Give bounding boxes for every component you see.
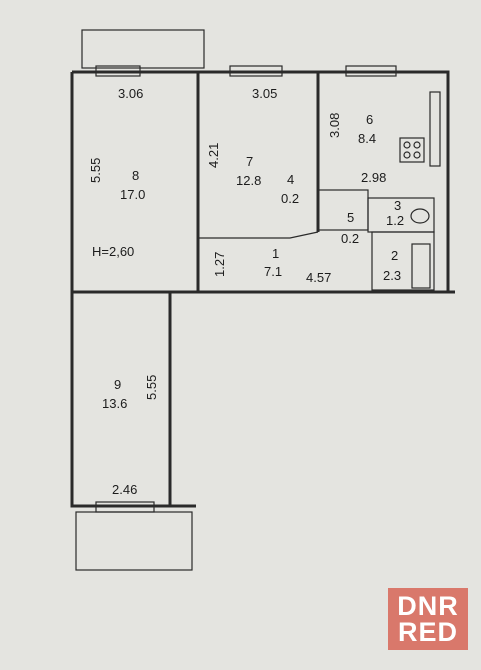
room-8-area: 17.0 xyxy=(120,187,145,202)
room-6-area: 8.4 xyxy=(358,131,376,146)
ceiling-height: H=2,60 xyxy=(92,244,134,259)
dim-hall-width: 4.57 xyxy=(306,270,331,285)
dim-top-left: 3.06 xyxy=(118,86,143,101)
room-3-number: 3 xyxy=(394,198,401,213)
dim-r7-height: 4.21 xyxy=(206,143,221,168)
dim-r9-width: 2.46 xyxy=(112,482,137,497)
room-7-number: 7 xyxy=(246,154,253,169)
window-r7 xyxy=(229,65,283,77)
dim-top-mid: 3.05 xyxy=(252,86,277,101)
room-7-area: 12.8 xyxy=(236,173,261,188)
room-4-number: 4 xyxy=(287,172,294,187)
room-2-area: 2.3 xyxy=(383,268,401,283)
wall-7-bottom xyxy=(198,231,319,239)
top-balcony xyxy=(81,29,205,69)
room-5-area: 0.2 xyxy=(341,231,359,246)
bottom-balcony xyxy=(75,511,193,571)
window-kitchen-side xyxy=(429,91,441,167)
window-r8 xyxy=(95,65,141,77)
dim-r8-height: 5.55 xyxy=(88,158,103,183)
room-3-area: 1.2 xyxy=(386,213,404,228)
stove-burner-icon xyxy=(403,151,411,159)
window-r9 xyxy=(95,501,155,513)
dim-r6-height: 3.08 xyxy=(327,113,342,138)
room-9-number: 9 xyxy=(114,377,121,392)
dim-hall-height: 1.27 xyxy=(212,252,227,277)
room-6-number: 6 xyxy=(366,112,373,127)
stove-burner-icon xyxy=(403,141,411,149)
room-1-number: 1 xyxy=(272,246,279,261)
stove-burner-icon xyxy=(413,141,421,149)
bathroom-2 xyxy=(371,231,435,291)
room-9-area: 13.6 xyxy=(102,396,127,411)
bathtub-icon xyxy=(411,243,431,289)
room-4-area: 0.2 xyxy=(281,191,299,206)
window-r6 xyxy=(345,65,397,77)
room-5-number: 5 xyxy=(347,210,354,225)
closets xyxy=(317,189,369,231)
stove-icon xyxy=(399,137,425,163)
room-2-number: 2 xyxy=(391,248,398,263)
toilet-icon xyxy=(410,208,430,224)
dim-r9-height: 5.55 xyxy=(144,375,159,400)
room-8-number: 8 xyxy=(132,168,139,183)
outer-wall-left xyxy=(70,72,196,508)
dim-kitchen-width: 2.98 xyxy=(361,170,386,185)
stove-burner-icon xyxy=(413,151,421,159)
room-1-area: 7.1 xyxy=(264,264,282,279)
